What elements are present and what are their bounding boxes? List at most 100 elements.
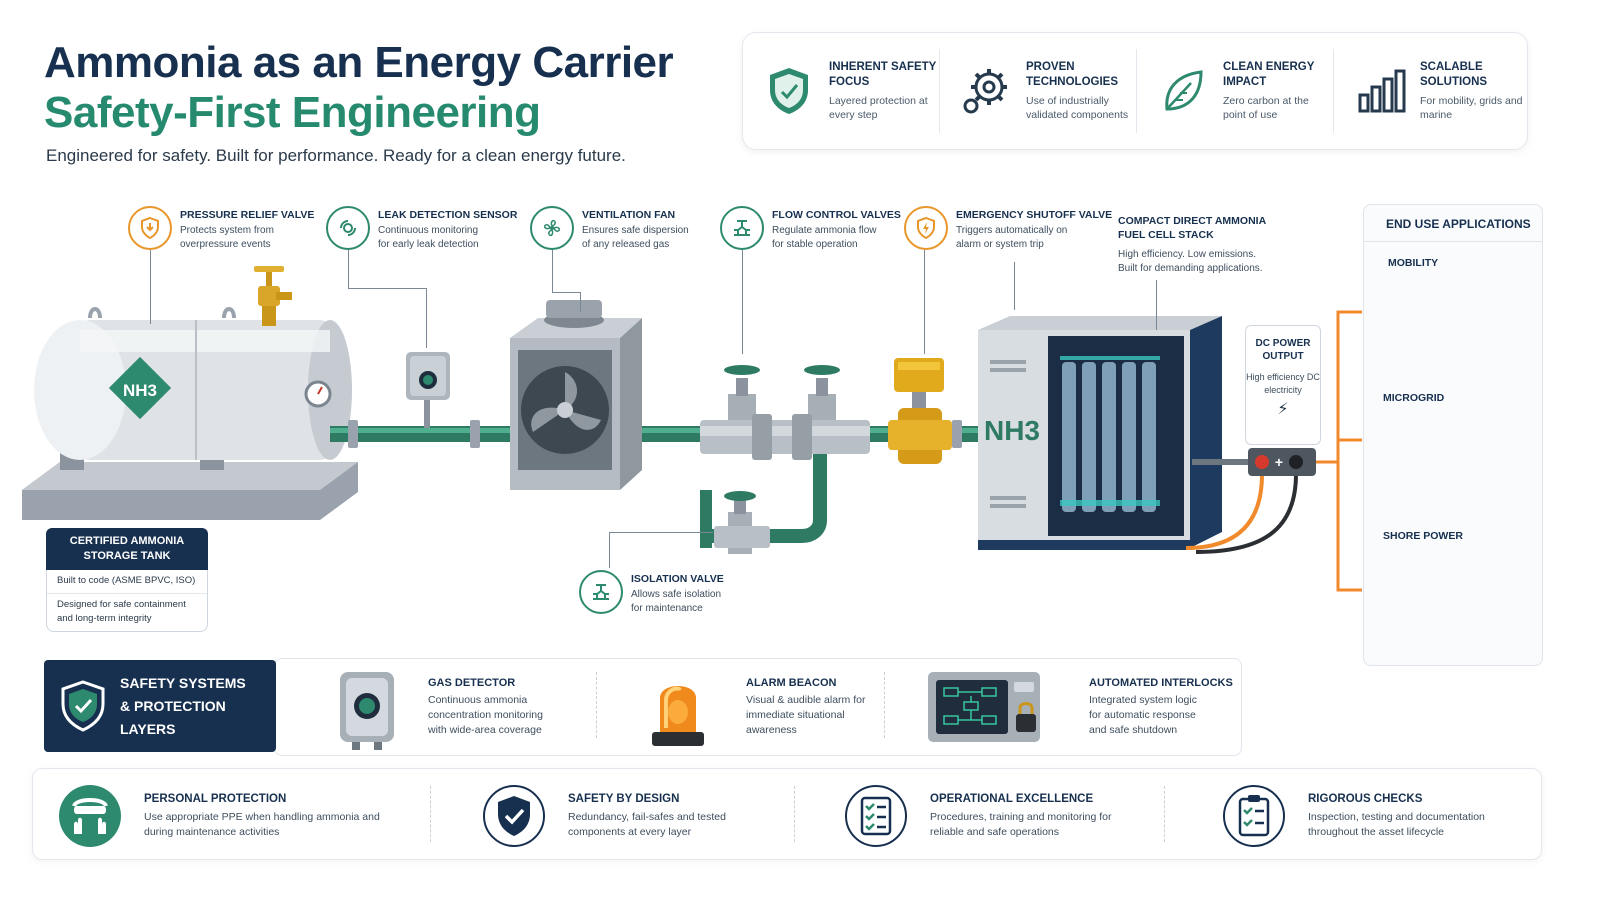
leader-fuelcell-2 [1156,280,1157,330]
safety-title-line-2: & PROTECTION LAYERS [120,697,226,737]
callout-desc: Protects system from overpressure events [180,225,274,250]
end-use-microgrid: MICROGRID [1383,392,1445,404]
valve-icon [720,206,764,250]
principle-desc: Use appropriate PPE when handling ammoni… [144,811,380,838]
principle-heading: PERSONAL PROTECTION [144,793,287,805]
callout-desc: High efficiency. Low emissions. Built fo… [1118,249,1263,274]
principle-desc: Inspection, testing and documentation th… [1308,811,1485,838]
principle-heading: OPERATIONAL EXCELLENCE [930,793,1094,805]
safety-title-line-1: SAFETY SYSTEMS [120,674,246,691]
callout-leak-detection: LEAK DETECTION SENSOR Continuous monitor… [326,206,517,252]
feature-heading: INHERENT SAFETY FOCUS [829,61,937,88]
divider [596,672,597,738]
shield-icon [770,68,808,114]
alarm-beacon-item: ALARM BEACON Visual & audible alarm for … [746,676,866,738]
end-use-connectors [1316,310,1362,592]
bar-chart-icon [1358,69,1406,113]
feature-clean-energy: CLEAN ENERGY IMPACT Zero carbon at the p… [1137,49,1334,133]
feature-desc: Use of industrially validated components [1026,95,1129,121]
leader-fuelcell [1014,262,1015,310]
gas-detector-item: GAS DETECTOR Continuous ammonia concentr… [428,676,558,738]
callout-emergency-shutoff: EMERGENCY SHUTOFF VALVE Triggers automat… [904,206,1112,252]
pressure-relief-valve [254,266,292,326]
callout-heading: VENTILATION FAN [582,209,676,221]
dc-junction-box: + [1185,448,1316,554]
leader-isolation-h [609,532,713,533]
divider [794,786,795,842]
callout-desc: Regulate ammonia flow for stable operati… [772,225,877,250]
leader-vent-v [580,292,581,312]
leader-shutoff [924,250,925,354]
leader-relief [150,248,151,324]
lightning-icon: ⚡ [1277,401,1289,418]
tagline: Engineered for safety. Built for perform… [46,146,626,165]
gas-detector-illustration [340,672,394,750]
interlocks-desc: Integrated system logic for automatic re… [1089,694,1197,736]
alarm-beacon-heading: ALARM BEACON [746,677,837,689]
end-use-panel: END USE APPLICATIONS [1363,204,1543,666]
interlocks-item: AUTOMATED INTERLOCKS Integrated system l… [1089,676,1233,738]
shield-check-icon [483,785,545,847]
leader-leak-v [426,288,427,348]
leader-flow [742,250,743,354]
leader-leak-h [348,288,426,289]
callout-heading: FLOW CONTROL VALVES [772,209,901,221]
ventilation-fan-unit [510,300,642,490]
alarm-beacon-desc: Visual & audible alarm for immediate sit… [746,694,866,736]
callout-flow-control: FLOW CONTROL VALVES Regulate ammonia flo… [720,206,901,252]
leader-isolation [609,532,610,568]
end-use-heading: END USE APPLICATIONS [1364,205,1542,242]
storage-tank-card: CERTIFIED AMMONIA STORAGE TANK Built to … [46,528,208,632]
dc-output-desc: High efficiency DC electricity [1246,372,1320,395]
callout-pressure-relief: PRESSURE RELIEF VALVE Protects system fr… [128,206,314,252]
interlock-panel-illustration [928,672,1040,742]
principle-safety-by-design: SAFETY BY DESIGN Redundancy, fail-safes … [482,784,758,848]
callout-fuel-cell: COMPACT DIRECT AMMONIA FUEL CELL STACK H… [1118,214,1268,276]
feature-desc: For mobility, grids and marine [1420,95,1523,121]
leader-leak [348,248,349,288]
page-subtitle: Safety-First Engineering [44,88,541,137]
safety-systems-title: SAFETY SYSTEMS & PROTECTION LAYERS [44,660,276,752]
principle-heading: RIGOROUS CHECKS [1308,793,1423,805]
dc-output-card: DC POWER OUTPUT High efficiency DC elect… [1245,325,1321,445]
storage-line-2: Designed for safe containment and long-t… [57,599,186,624]
fuel-cell-label: NH3 [984,415,1040,446]
principle-desc: Procedures, training and monitoring for … [930,811,1112,838]
emergency-shutoff-valve [888,358,952,464]
end-use-shore-power: SHORE POWER [1383,530,1463,542]
callout-heading: PRESSURE RELIEF VALVE [180,209,315,221]
dc-output-heading: DC POWER OUTPUT [1255,338,1311,362]
gears-icon [963,69,1007,114]
feature-panel: INHERENT SAFETY FOCUS Layered protection… [742,32,1528,150]
principles-band [32,768,1542,860]
feature-desc: Zero carbon at the point of use [1223,95,1309,121]
divider [1164,786,1165,842]
alarm-beacon-illustration [652,686,704,746]
safety-systems-band [274,658,1242,756]
callout-isolation: ISOLATION VALVE Allows safe isolation fo… [579,570,731,616]
callout-heading: COMPACT DIRECT AMMONIA FUEL CELL STACK [1118,215,1266,241]
leaf-icon [1165,70,1203,111]
end-use-mobility: MOBILITY [1388,257,1439,269]
sensor-icon [326,206,370,250]
interlocks-heading: AUTOMATED INTERLOCKS [1089,677,1233,689]
ppe-icon [59,785,121,847]
principle-heading: SAFETY BY DESIGN [568,793,680,805]
feature-proven-tech: PROVEN TECHNOLOGIES Use of industrially … [940,49,1137,133]
leak-detection-sensor [406,352,450,428]
leader-vent [552,248,553,292]
relief-valve-icon [128,206,172,250]
svg-text:+: + [1275,454,1283,470]
clipboard-icon [1223,785,1285,847]
principle-desc: Redundancy, fail-safes and tested compon… [568,811,726,838]
callout-desc: Allows safe isolation for maintenance [631,589,722,614]
feature-heading: CLEAN ENERGY IMPACT [1223,61,1315,88]
callout-desc: Triggers automatically on alarm or syste… [956,225,1068,250]
callout-heading: EMERGENCY SHUTOFF VALVE [956,209,1113,221]
storage-tank: NH3 [34,307,352,460]
isolation-valve [714,491,770,554]
storage-heading: CERTIFIED AMMONIA STORAGE TANK [46,528,208,570]
feature-scalable: SCALABLE SOLUTIONS For mobility, grids a… [1334,49,1530,133]
flow-control-valves [700,365,870,460]
